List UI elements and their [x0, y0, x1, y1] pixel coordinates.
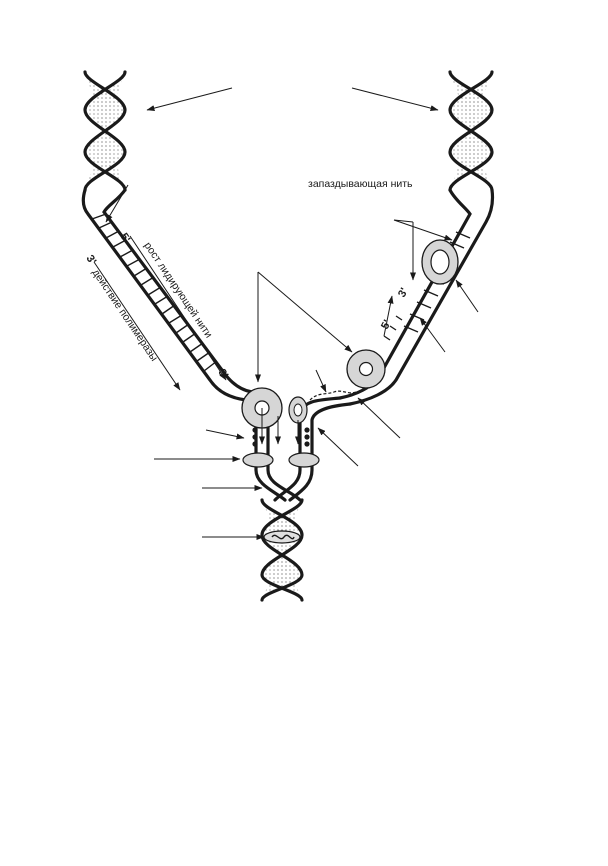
- leading-strand-arm: [81, 188, 254, 402]
- free-nucleotides: [252, 427, 310, 447]
- lagging-five-prime-label: 5': [379, 318, 394, 332]
- helicase-left-ring: [288, 396, 308, 424]
- leading-strand-base-rungs: [91, 213, 218, 372]
- helix-top-left: [83, 70, 127, 192]
- leading-growth-label: рост лидирующей нити: [142, 240, 215, 340]
- primer-segment: [383, 315, 403, 341]
- okazaki-primer-polymerase-ring: [421, 239, 459, 285]
- topoisomerase-enzyme: [263, 530, 301, 544]
- pointer-arrows: [105, 87, 479, 540]
- lagging-strand-polymerase: [346, 349, 386, 389]
- lagging-three-prime-label: 3': [396, 286, 411, 300]
- leading-growth-arrow-group: [93, 235, 227, 391]
- helix-bottom: [260, 498, 304, 602]
- lagging-strand-label: запаздывающая нить: [308, 178, 413, 190]
- polymerase-action-label: действие полимеразы: [90, 267, 161, 364]
- binding-protein-pads: [242, 452, 320, 468]
- helix-top-right: [448, 70, 494, 192]
